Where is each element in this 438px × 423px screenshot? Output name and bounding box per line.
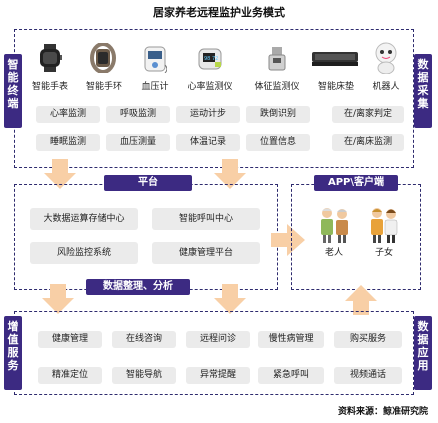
service-side-label: 增 值 服 务	[4, 316, 22, 390]
device-label: 智能手表	[31, 82, 68, 92]
collect-side-label: 数 据 采 集	[414, 54, 432, 128]
down-arrow-icon	[44, 159, 76, 189]
function-pill: 跌倒识别	[246, 106, 310, 123]
platform-item: 智能呼叫中心	[152, 208, 260, 230]
robot-icon	[375, 42, 397, 74]
smart-mattress-icon	[312, 52, 358, 66]
right-arrow-icon	[271, 224, 305, 256]
service-pill: 精准定位	[38, 367, 102, 384]
service-pill: 远程问诊	[186, 331, 250, 348]
svg-text:98 72: 98 72	[204, 56, 218, 62]
vital-signs-monitor-icon	[268, 47, 286, 71]
platform-item: 风险监控系统	[30, 242, 138, 264]
service-pill: 购买服务	[334, 331, 402, 348]
device-icons: 98 72	[0, 0, 438, 100]
smartwatch-icon	[40, 44, 62, 72]
smart-band-icon	[90, 43, 116, 73]
device-label: 心率监测仪	[187, 82, 233, 92]
device-label: 体征监测仪	[254, 82, 300, 92]
elderly-couple-icon	[321, 208, 348, 243]
function-pill: 体温记录	[176, 134, 240, 151]
function-pill: 在/离家判定	[332, 106, 404, 123]
source-note: 资料来源：鲸准研究院	[337, 407, 428, 417]
up-arrow-icon	[345, 285, 377, 315]
data-analysis-label: 数据整理、分析	[86, 279, 190, 295]
page-title: 居家养老远程监护业务模式	[153, 6, 285, 19]
app-label: APP\客户端	[314, 175, 398, 191]
service-pill: 异常提醒	[186, 367, 250, 384]
blood-pressure-monitor-icon	[144, 46, 167, 73]
function-pill: 血压测量	[106, 134, 170, 151]
service-pill: 视频通话	[334, 367, 402, 384]
function-pill: 呼吸监测	[106, 106, 170, 123]
service-pill: 紧急呼叫	[258, 367, 324, 384]
down-arrow-icon	[214, 159, 246, 189]
device-label: 智能床垫	[317, 82, 354, 92]
function-pill: 在/离床监测	[332, 134, 404, 151]
heart-rate-monitor-icon: 98 72	[198, 48, 222, 70]
terminal-side-label: 智 能 终 端	[4, 54, 22, 128]
service-pill: 健康管理	[38, 331, 102, 348]
down-arrow-icon	[214, 284, 246, 314]
service-pill: 慢性病管理	[258, 331, 324, 348]
down-arrow-icon	[42, 284, 74, 314]
family-icon	[371, 208, 398, 243]
platform-item: 大数据运算存储中心	[30, 208, 138, 230]
function-pill: 位置信息	[246, 134, 310, 151]
device-label: 智能手环	[85, 82, 122, 92]
device-label: 血压计	[141, 82, 169, 92]
platform-section	[14, 184, 278, 290]
device-label: 机器人	[372, 82, 400, 92]
platform-item: 健康管理平台	[152, 242, 260, 264]
service-pill: 在线咨询	[112, 331, 176, 348]
function-pill: 心率监测	[36, 106, 100, 123]
platform-label: 平台	[104, 175, 192, 191]
apply-side-label: 数 据 应 用	[414, 316, 432, 390]
function-pill: 睡眠监测	[36, 134, 100, 151]
person-label: 老人	[324, 248, 343, 258]
function-pill: 运动计步	[176, 106, 240, 123]
person-label: 子女	[374, 248, 393, 258]
service-pill: 智能导航	[112, 367, 176, 384]
